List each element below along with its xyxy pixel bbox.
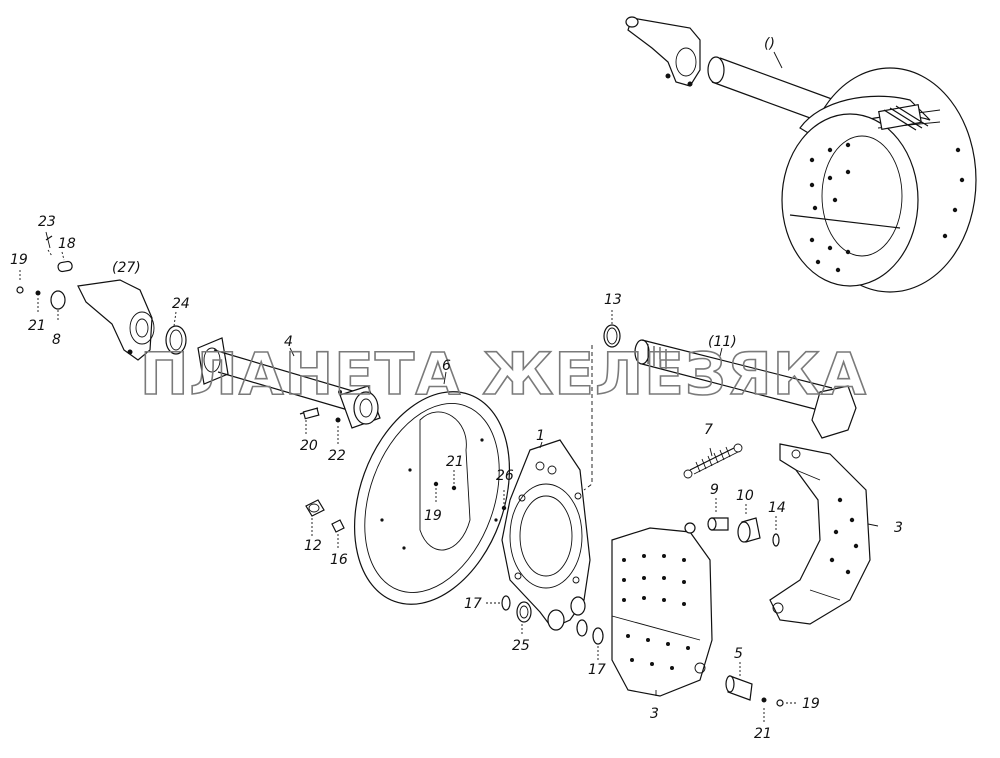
- watermark-text: ПЛАНЕТА ЖЕЛЕЗЯКА: [140, 340, 867, 408]
- callout-6: 6: [442, 358, 451, 374]
- callout-18: 18: [58, 236, 76, 252]
- lining-rivets-assembled: [809, 142, 965, 273]
- shoe-rollers: [707, 517, 780, 547]
- callout-19-mid: 19: [424, 508, 442, 524]
- callout-27: (27): [112, 260, 141, 276]
- callout-11: (11): [708, 334, 737, 350]
- callout-4: 4: [284, 334, 293, 350]
- callout-5: 5: [734, 646, 743, 662]
- callout-24: 24: [172, 296, 190, 312]
- callout-17-left: 17: [464, 596, 482, 612]
- callout-19-right: 19: [802, 696, 820, 712]
- lining-rivets-front: [622, 554, 690, 670]
- anchor-pin: [725, 675, 784, 707]
- callout-21-left: 21: [28, 318, 46, 334]
- brake-shoe-front: [611, 522, 713, 697]
- brake-spider: [501, 439, 591, 631]
- callout-25: 25: [512, 638, 530, 654]
- camshaft: [603, 324, 857, 439]
- callout-19-left: 19: [10, 252, 28, 268]
- callout-labels: () 23 18 19 (27) 24 21 8 4 6 20 22 21 19…: [10, 36, 903, 742]
- callout-1: 1: [536, 428, 545, 444]
- callout-12: 12: [304, 538, 322, 554]
- assembly-guide-lines: [19, 249, 879, 724]
- callout-14: 14: [768, 500, 786, 516]
- callout-9: 9: [710, 482, 719, 498]
- callout-10: 10: [736, 488, 754, 504]
- slack-adjuster-group: [16, 231, 187, 361]
- callout-21-mid: 21: [446, 454, 464, 470]
- camshaft-tube: [197, 337, 381, 429]
- callout-23: 23: [38, 214, 56, 230]
- callout-21-bottom: 21: [754, 726, 772, 742]
- callout-13: 13: [604, 292, 622, 308]
- callout-20: 20: [300, 438, 318, 454]
- small-fasteners-left: [305, 499, 345, 533]
- assembled-brake-unit: [625, 16, 977, 293]
- callout-7: 7: [704, 422, 713, 438]
- callout-8: 8: [52, 332, 61, 348]
- return-spring: [683, 443, 743, 479]
- callout-3-bottom: 3: [650, 706, 659, 722]
- brake-shoe-right: [769, 443, 871, 625]
- callout-17-bottom: 17: [588, 662, 606, 678]
- callout-16: 16: [330, 552, 348, 568]
- callout-assembly: (): [764, 36, 775, 52]
- seal-rings: [501, 595, 604, 645]
- callout-3-right: 3: [894, 520, 903, 536]
- dust-shield: [353, 391, 511, 605]
- callout-26: 26: [496, 468, 514, 484]
- callout-22: 22: [328, 448, 346, 464]
